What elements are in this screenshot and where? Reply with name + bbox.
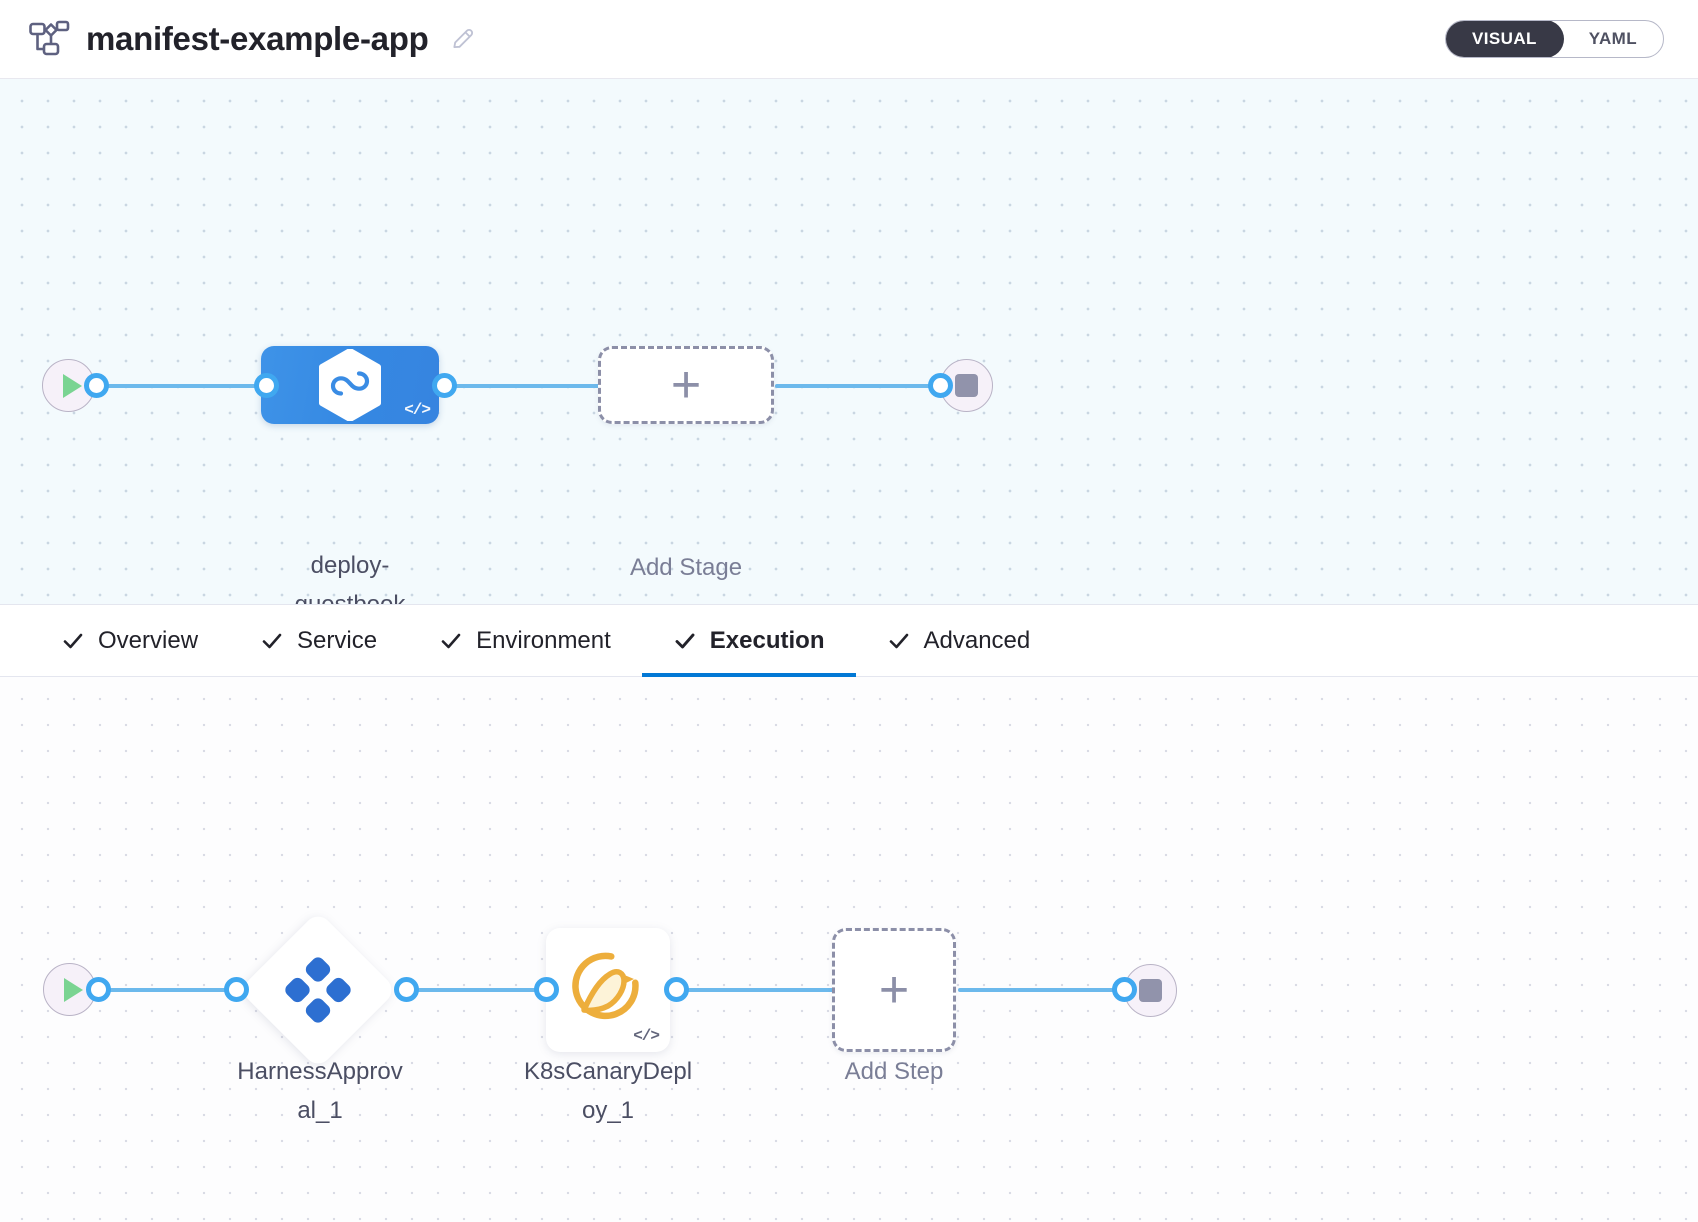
stage-input-port[interactable] [254,373,279,398]
header-left-group: manifest-example-app [0,19,476,59]
stage-code-badge: </> [404,401,431,419]
check-icon [63,633,83,648]
approval-output-port[interactable] [394,977,419,1002]
tab-execution-label: Execution [709,626,825,654]
play-icon [63,977,83,1002]
header-right-group: VISUAL YAML [1445,20,1664,58]
yaml-mode-button[interactable]: YAML [1563,21,1663,57]
tab-overview-label: Overview [98,626,199,654]
step-node-harness-approval[interactable] [238,910,398,1070]
plus-icon: + [670,355,702,414]
stage-node-deploy-guestbook[interactable]: </> [261,346,439,424]
end-input-port[interactable] [928,373,953,398]
canary-label-line1: K8sCanaryDepl [523,1058,693,1085]
edge-addstage-to-end [775,384,940,388]
check-icon [889,633,908,648]
edge-start-to-stage [88,384,273,388]
edit-pencil-icon[interactable] [450,26,476,52]
canary-code-badge: </> [633,1027,660,1045]
stage-node-label: deploy- guestbook [240,547,460,604]
harness-hexagon-icon [319,349,381,421]
tab-environment-label: Environment [476,626,611,654]
check-icon [441,633,461,648]
check-icon [262,633,282,648]
tab-execution[interactable]: Execution [641,605,856,677]
stage-label-line1: deploy- [310,552,390,579]
edge-canary-to-addstep [672,988,842,992]
execution-graph-canvas[interactable]: HarnessApprov al_1 </> K8sCanaryDepl oy_… [0,677,1698,1222]
edge-start-to-approval [90,988,245,992]
play-icon [62,373,82,398]
canary-label-line2: oy_1 [581,1096,635,1124]
stage-output-port[interactable] [432,373,457,398]
view-mode-toggle[interactable]: VISUAL YAML [1445,20,1664,58]
edge-stage-to-addstage [440,384,600,388]
step-label-k8s-canary-deploy: K8sCanaryDepl oy_1 [484,1053,732,1131]
stop-icon [1139,979,1162,1002]
tab-service[interactable]: Service [229,605,408,676]
approval-label-line2: al_1 [297,1096,343,1124]
approval-label-line1: HarnessApprov [237,1058,403,1085]
stage-label-line2: guestbook [240,586,460,604]
canary-output-port[interactable] [664,977,689,1002]
canary-input-port[interactable] [534,977,559,1002]
edge-addstep-to-end [958,988,1123,992]
tab-environment[interactable]: Environment [408,605,642,676]
stage-tabs: Overview Service Environment Execution A [0,604,1698,677]
stop-icon [955,374,978,397]
tab-advanced-label: Advanced [923,626,1031,654]
check-icon [675,633,695,648]
tab-service-label: Service [297,626,378,654]
execution-end-node[interactable] [1124,964,1177,1017]
step-label-harness-approval: HarnessApprov al_1 [196,1053,444,1131]
execution-end-input-port[interactable] [1112,977,1137,1002]
visual-mode-button[interactable]: VISUAL [1446,21,1564,57]
header-bar: manifest-example-app VISUAL YAML [0,0,1698,79]
add-stage-node[interactable]: + [598,346,774,424]
step-node-k8s-canary-deploy[interactable]: </> [546,928,670,1052]
add-step-node[interactable]: + [832,928,956,1052]
plus-icon: + [878,960,910,1019]
tab-advanced[interactable]: Advanced [856,605,1062,676]
harness-approval-clover-icon [285,957,351,1023]
tab-overview[interactable]: Overview [30,605,229,676]
edge-approval-to-canary [402,988,542,992]
canary-bird-icon [572,952,639,1020]
start-output-port[interactable] [84,373,109,398]
execution-start-output-port[interactable] [86,977,111,1002]
page-title: manifest-example-app [86,20,429,57]
execution-start-node[interactable] [43,963,96,1016]
approval-input-port[interactable] [224,977,249,1002]
add-step-label: Add Step [844,1058,944,1085]
add-stage-label: Add Stage [629,554,743,581]
stage-graph-canvas[interactable]: </> deploy- guestbook + Add Stage [0,79,1698,604]
pipeline-flow-icon [29,20,70,56]
